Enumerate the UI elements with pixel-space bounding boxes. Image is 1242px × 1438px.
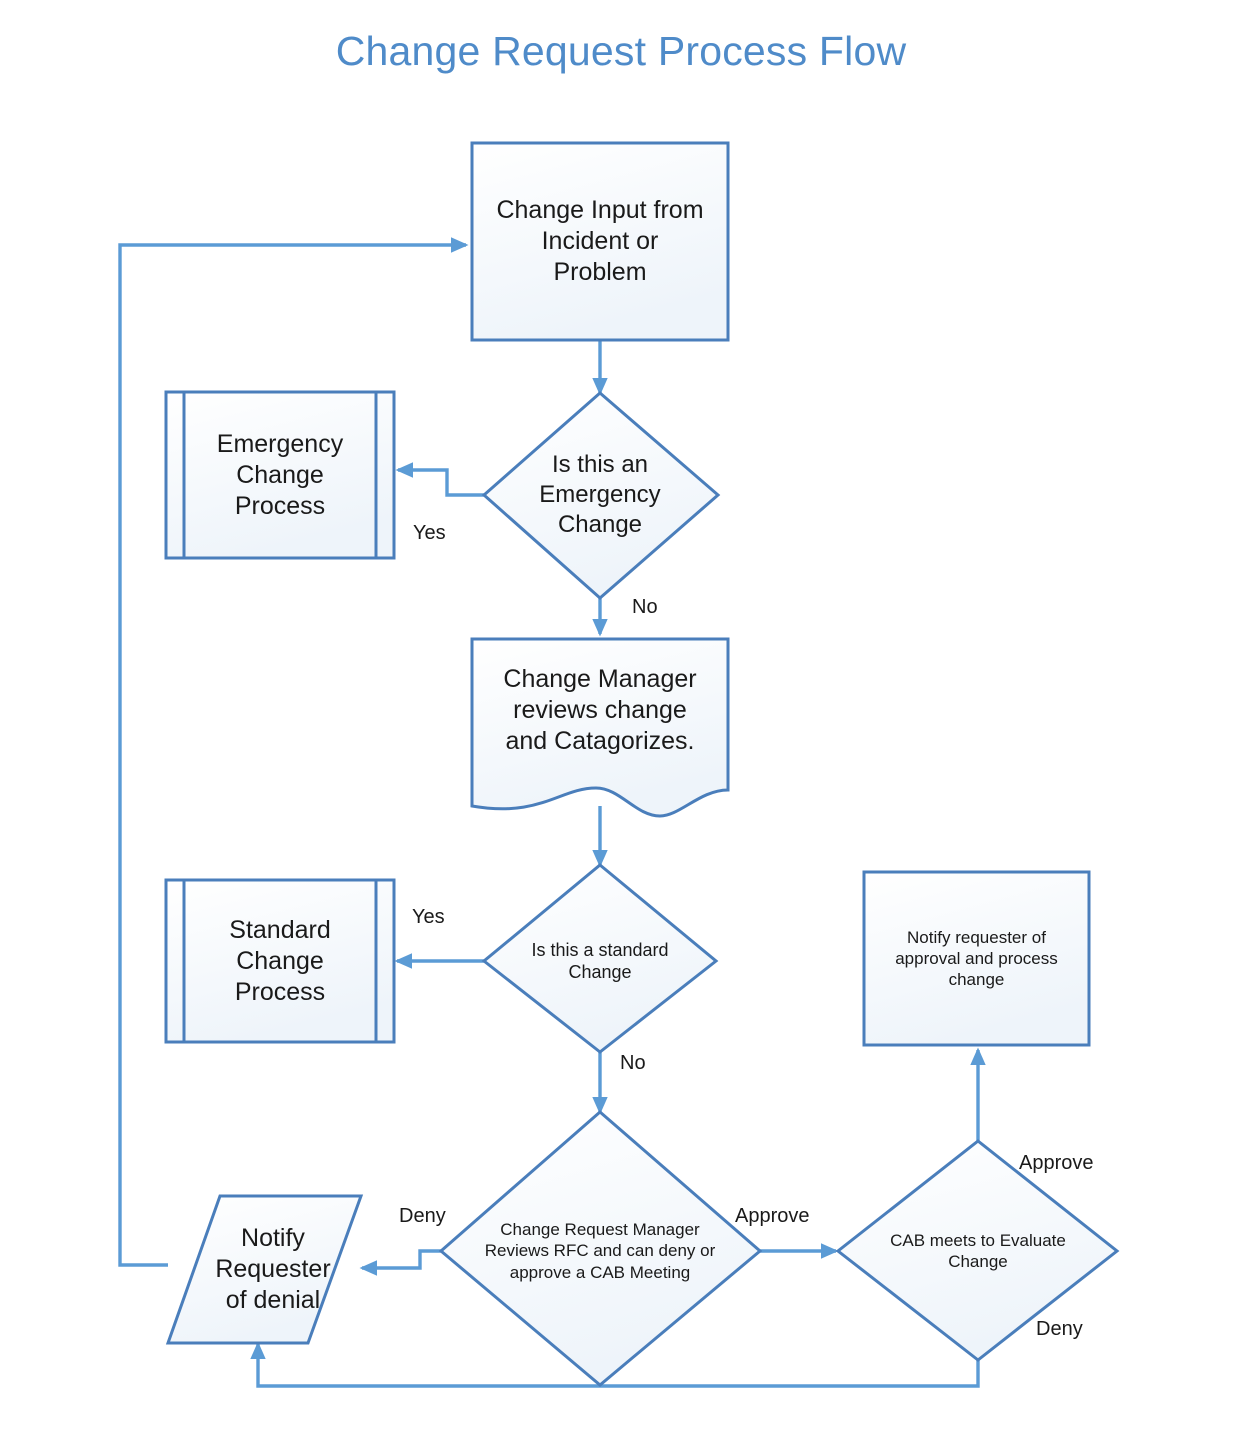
edge-label-crm-approve: Approve <box>735 1205 810 1227</box>
node-emergency-decision-shape <box>481 391 721 600</box>
node-notify-denial-shape <box>165 1194 364 1345</box>
edge-cab-deny <box>250 1341 980 1388</box>
connector-layer <box>118 237 986 1388</box>
node-cab-decision-shape <box>835 1139 1120 1362</box>
edge-label-standard-no: No <box>620 1052 646 1074</box>
page-title: Change Request Process Flow <box>335 28 907 74</box>
edge-label-emergency-no: No <box>632 596 658 618</box>
edge-emergency-yes <box>395 462 484 497</box>
edge-label-emergency-yes: Yes <box>413 522 446 544</box>
node-standard-process-shape <box>164 878 396 1044</box>
edge-label-standard-yes: Yes <box>412 906 445 928</box>
node-change-manager-review-shape <box>470 637 730 818</box>
edge-label-crm-deny: Deny <box>399 1205 446 1227</box>
node-emergency-process-shape <box>164 390 396 560</box>
edge-crm-deny <box>359 1249 441 1276</box>
node-standard-decision-shape <box>481 863 719 1054</box>
edge-denial-feedback <box>118 237 469 1267</box>
node-notify-approval-shape <box>862 870 1091 1047</box>
edge-label-cab-approve: Approve <box>1019 1152 1094 1174</box>
shape-layer <box>164 141 1120 1387</box>
node-change-input-shape <box>470 141 730 342</box>
node-crm-review-shape <box>438 1110 763 1387</box>
edge-label-cab-deny: Deny <box>1036 1318 1083 1340</box>
